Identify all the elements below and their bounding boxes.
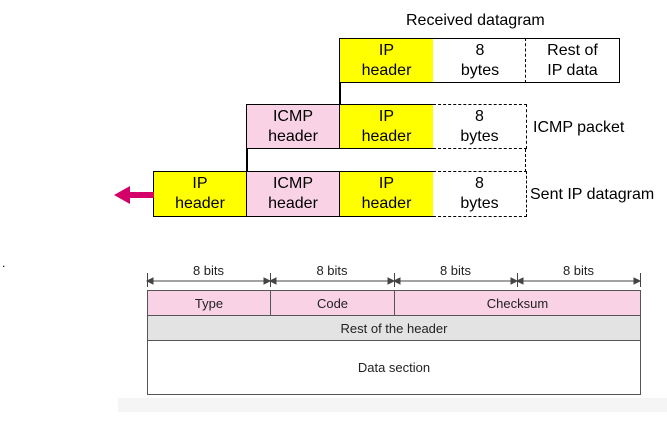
stray-dot: . <box>2 256 6 270</box>
row3-outer-ip-header: IP header <box>153 171 247 217</box>
connector-1-2 <box>339 83 341 105</box>
bits-label-1: 8 bits <box>192 263 225 278</box>
data-section-field: Data section <box>147 340 641 395</box>
bits-label-3: 8 bits <box>439 263 472 278</box>
dim-tick-4 <box>640 273 641 287</box>
checksum-field: Checksum <box>394 290 641 316</box>
row1-eight-bytes: 8 bytes <box>433 38 527 83</box>
dim-tick-1 <box>270 273 271 287</box>
code-field: Code <box>270 290 395 316</box>
type-field: Type <box>147 290 271 316</box>
bits-label-2: 8 bits <box>316 263 348 278</box>
sent-ip-datagram-label: Sent IP datagram <box>530 186 655 203</box>
row3-ip-header: IP header <box>339 171 434 217</box>
format-background-frame <box>118 398 667 412</box>
dim-tick-3 <box>517 273 518 287</box>
row1-rest-of-ip-data: Rest of IP data <box>526 38 620 83</box>
bits-label-4: 8 bits <box>562 263 595 278</box>
dimension-arrows <box>145 277 642 285</box>
row3-icmp-header: ICMP header <box>246 171 340 217</box>
row2-ip-header: IP header <box>339 104 434 149</box>
icmp-packet-label: ICMP packet <box>533 119 625 136</box>
dim-tick-0 <box>147 273 148 287</box>
row2-icmp-header: ICMP header <box>246 104 340 149</box>
row1-divider-dashed <box>525 38 526 83</box>
row2-eight-bytes: 8 bytes <box>433 104 527 149</box>
left-arrow-icon <box>114 186 154 204</box>
connector-2-3-right <box>525 149 526 172</box>
row1-ip-header: IP header <box>339 38 434 83</box>
row3-eight-bytes: 8 bytes <box>433 171 527 217</box>
received-datagram-label: Received datagram <box>406 12 545 29</box>
dim-tick-2 <box>394 273 395 287</box>
connector-2-3-left <box>246 149 248 172</box>
rest-of-header-field: Rest of the header <box>147 315 641 341</box>
